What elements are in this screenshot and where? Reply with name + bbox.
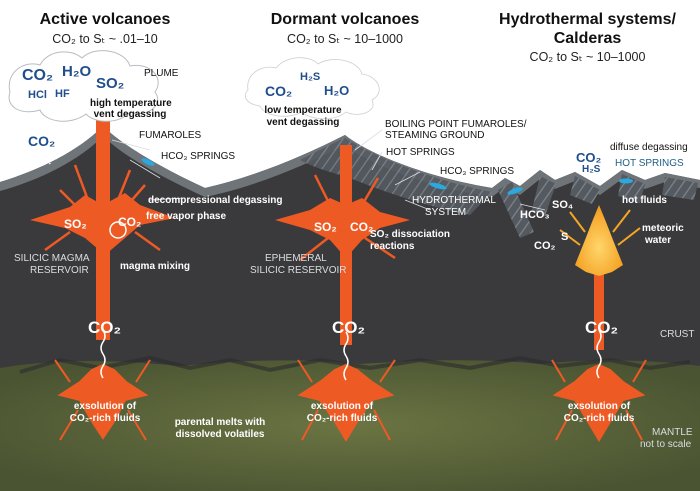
dormant-hco3-springs: HCO₃ SPRINGS: [440, 166, 515, 177]
hydro-so4: SO₄: [552, 199, 574, 211]
diffuse-label: diffuse degassing: [610, 142, 688, 153]
active-conduit-co2: CO₂: [88, 318, 122, 337]
crust-label: CRUST: [660, 329, 695, 340]
hydro-fluid-body: [575, 205, 623, 276]
dormant-h2o: H₂O: [324, 83, 350, 98]
dormant-co2: CO₂: [265, 83, 293, 99]
active-vent-line2: vent degassing: [93, 109, 167, 120]
active-reservoir-line1: SILICIC MAGMA: [14, 253, 90, 264]
dormant-exsolution-2: CO₂-rich fluids: [306, 413, 378, 424]
hydro-title-1: Hydrothermal systems/: [499, 11, 676, 28]
hydrothermal-line1: HYDROTHERMAL: [412, 195, 496, 206]
active-plume-cloud: [8, 50, 159, 122]
plume-hf: HF: [55, 88, 70, 100]
caldera-spring-2: [619, 178, 633, 184]
hydro-co2: CO₂: [534, 240, 556, 252]
active-chamber-so2: SO₂: [64, 217, 87, 231]
active-flank-steam: [35, 120, 60, 168]
active-dikes: [44, 164, 161, 252]
dormant-chamber-so2: SO₂: [314, 220, 337, 234]
parental-line2: dissolved volatiles: [175, 429, 265, 440]
hydro-hco3: HCO₃: [520, 209, 550, 221]
active-title: Active volcanoes: [39, 11, 171, 28]
hydro-conduit-co2: CO₂: [585, 318, 619, 337]
plume-co2: CO₂: [22, 67, 54, 84]
mantle-label: MANTLE: [652, 427, 693, 438]
dormant-vent-line2: vent degassing: [266, 117, 340, 128]
plume-so2: SO₂: [96, 75, 125, 92]
hydro-exsolution-2: CO₂-rich fluids: [563, 413, 635, 424]
active-hco3-spring: [141, 158, 155, 166]
plume-label: PLUME: [144, 68, 179, 79]
active-ratio: CO₂ to Sₜ ~ .01–10: [52, 32, 158, 46]
hydro-title-2: Calderas: [553, 30, 622, 47]
hydro-exsolution-1: exsolution of: [567, 401, 631, 412]
active-melt-zone: [54, 359, 151, 441]
dormant-reservoir-line2: SILICIC RESERVOIR: [250, 265, 347, 276]
active-hco3-springs: HCO₃ SPRINGS: [161, 151, 236, 162]
boiling-line1: BOILING POINT FUMAROLES/: [385, 119, 527, 130]
hydro-ratio: CO₂ to Sₜ ~ 10–1000: [529, 50, 646, 64]
hydro-surface-h2s: H₂S: [582, 164, 601, 175]
dormant-title: Dormant volcanoes: [270, 11, 420, 28]
hydro-conduit: [594, 250, 604, 350]
dormant-chamber-co2: CO₂: [350, 220, 374, 234]
dormant-hco3-spring: [429, 182, 447, 190]
dormant-dikes: [299, 174, 396, 261]
hydro-surface-co2: CO₂: [576, 150, 602, 165]
hydro-melt-zone: [551, 359, 647, 442]
dormant-ratio: CO₂ to Sₜ ~ 10–1000: [287, 32, 403, 46]
dormant-conduit-co2: CO₂: [332, 318, 366, 337]
plume-hcl: HCl: [28, 89, 47, 101]
caldera-spring: [507, 187, 523, 195]
mixing-icon: [109, 221, 127, 239]
hydrothermal-line2: SYSTEM: [425, 207, 467, 218]
dissociation-line2: reactions: [370, 241, 415, 252]
decompressional-label: decompressional degassing: [148, 195, 283, 206]
active-magma-chamber: [30, 193, 175, 255]
dormant-magma-chamber: [275, 198, 410, 258]
active-reservoir-line2: RESERVOIR: [30, 265, 89, 276]
dormant-plume-cloud: [244, 57, 380, 120]
plume-h2o: H₂O: [62, 63, 92, 80]
active-fumaroles: FUMAROLES: [139, 130, 202, 141]
active-vent-line1: high temperature: [90, 98, 172, 109]
hydro-s: S: [561, 231, 569, 243]
surface-band: [0, 126, 700, 197]
meteoric-line1: meteoric: [642, 223, 684, 234]
dormant-exsolution-1: exsolution of: [310, 401, 374, 412]
active-chamber-co2: CO₂: [118, 215, 142, 229]
dormant-h2s: H₂S: [300, 71, 321, 83]
boiling-line2: STEAMING GROUND: [385, 130, 485, 141]
hydro-hot-springs: HOT SPRINGS: [615, 158, 684, 169]
dormant-hot-springs: HOT SPRINGS: [386, 147, 455, 158]
dissociation-line1: SO₂ dissociation: [370, 229, 451, 240]
hydro-fluid-branches: [559, 209, 641, 246]
caldera-blocks: [498, 174, 698, 238]
caldera-steam: [570, 145, 605, 170]
active-flank-co2: CO₂: [28, 133, 56, 149]
free-vapor-label: free vapor phase: [146, 211, 227, 222]
magma-mixing-label: magma mixing: [120, 261, 191, 272]
active-exsolution-1: exsolution of: [73, 401, 137, 412]
dormant-vent-line1: low temperature: [264, 105, 342, 116]
dormant-reservoir-line1: EPHEMERAL: [265, 253, 327, 264]
parental-line1: parental melts with: [174, 417, 266, 428]
hot-fluids-label: hot fluids: [622, 195, 667, 206]
active-exsolution-2: CO₂-rich fluids: [69, 413, 141, 424]
scale-note: not to scale: [640, 439, 692, 450]
meteoric-line2: water: [645, 235, 672, 246]
dormant-melt-zone: [297, 359, 396, 442]
